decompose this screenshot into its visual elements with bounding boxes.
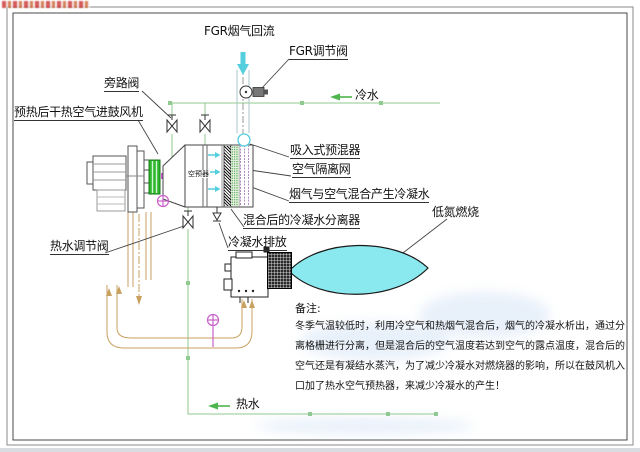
label-mix-condensate: 烟气与空气混合产生冷凝水 xyxy=(289,187,430,203)
condensate-drain-funnel xyxy=(212,207,222,222)
label-low-nox: 低氮燃烧 xyxy=(432,205,479,219)
label-air-preheater: 空预器 xyxy=(187,170,210,178)
bypass-valve xyxy=(166,114,178,134)
hot-water-control-valve xyxy=(182,210,194,230)
label-air-isolation-net: 空气隔离网 xyxy=(292,162,351,178)
separator-grid-texture xyxy=(224,146,231,206)
blue-smudge xyxy=(420,292,550,338)
drawing-frame xyxy=(6,6,634,446)
flex-coupling xyxy=(148,159,161,195)
fgr-inlet-port xyxy=(237,133,251,147)
remark-block: 备注: 冬季气温较低时，利用冷空气和热烟气混合后，烟气的冷凝水析出，通过分 离格… xyxy=(295,301,630,397)
air-isolation-net-texture xyxy=(231,146,239,206)
label-cold-water: 冷水 xyxy=(355,88,379,102)
label-condensate-separator: 混合后的冷凝水分离器 xyxy=(243,213,361,229)
label-condensate-discharge: 冷凝水排放 xyxy=(228,235,287,251)
label-fgr-valve: FGR调节阀 xyxy=(289,44,348,60)
fgr-pipe xyxy=(236,64,250,139)
burner-head-grid xyxy=(267,252,292,289)
pressure-gauge-loop xyxy=(206,313,220,347)
corner-watermark xyxy=(2,1,90,8)
remark-line: 空气还是有凝结水蒸汽，为了减少冷凝水对燃烧器的影响，所以在鼓风机入 xyxy=(295,361,625,372)
hot-water-flow-arrow xyxy=(208,402,230,410)
fgr-flow-arrow xyxy=(237,52,249,75)
blower-motor xyxy=(86,145,151,213)
fgr-control-valve xyxy=(239,85,268,99)
condensing-zone-texture xyxy=(240,146,252,206)
cold-water-flow-arrow xyxy=(330,93,352,101)
label-fgr-flue-return: FGR烟气回流 xyxy=(204,24,275,38)
remark-heading: 备注: xyxy=(295,302,321,315)
blue-smudge xyxy=(255,418,475,434)
remark-line: 口加了热水空气预热器，来减少冷凝水的产生！ xyxy=(295,381,505,392)
internal-flow-arrows xyxy=(208,152,221,192)
hot-water-loop-pipe xyxy=(106,212,255,349)
label-bypass-valve: 旁路阀 xyxy=(104,76,140,92)
label-hot-water: 热水 xyxy=(236,397,260,411)
blue-smudge xyxy=(300,322,450,360)
remark-line: 离格栅进行分离，但是混合后的空气温度若达到空气的露点温度，混合后的 xyxy=(295,341,625,352)
burner-body xyxy=(223,246,270,303)
pressure-gauge-blower xyxy=(156,194,170,208)
label-suction-premixer: 吸入式预混器 xyxy=(290,143,361,159)
bottom-edge-strip xyxy=(0,448,640,452)
label-preheated-air: 预热后干热空气进鼓风机 xyxy=(14,105,143,121)
branch-valve xyxy=(199,114,211,134)
remark-line: 冬季气温较低时，利用冷空气和热烟气混合后，烟气的冷凝水析出，通过分 xyxy=(295,321,625,332)
flame xyxy=(288,244,429,295)
label-hot-water-valve: 热水调节阀 xyxy=(50,239,109,255)
